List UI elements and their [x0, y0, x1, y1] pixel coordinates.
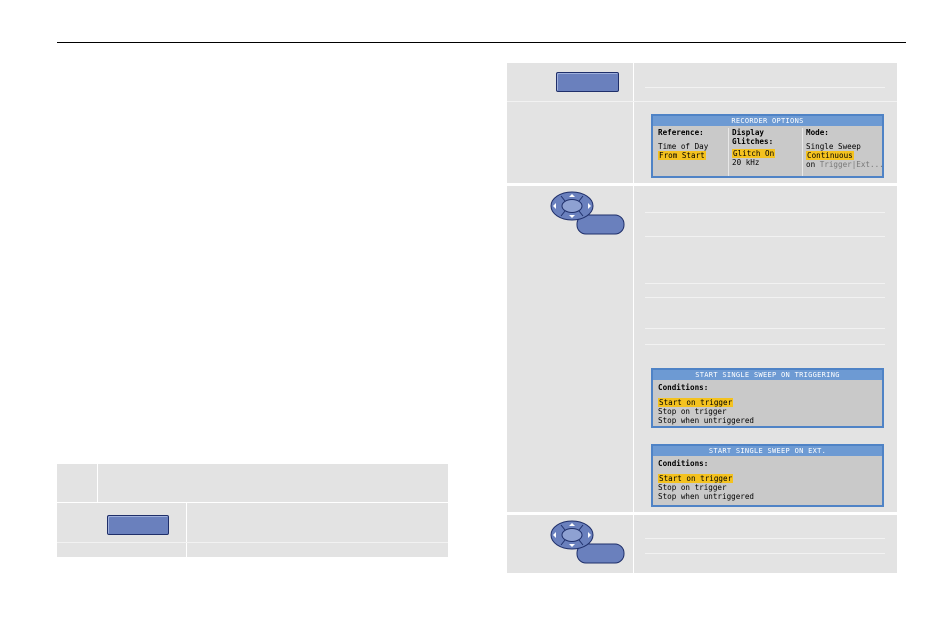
column-divider — [728, 128, 729, 176]
mode-option-single-sweep[interactable]: Single Sweep — [806, 142, 861, 151]
mode-option-continuous[interactable]: Continuous — [806, 151, 854, 160]
mode-column: Mode: Single Sweep Continuous on Trigger… — [806, 128, 884, 176]
recorder-options-title: RECORDER OPTIONS — [653, 116, 882, 126]
left-step-row-1 — [57, 464, 448, 502]
right-row-line — [645, 344, 885, 345]
right-row-line — [645, 236, 885, 237]
left-row-divider — [186, 503, 187, 557]
right-row-line — [645, 553, 885, 554]
single-sweep-ext-screen: START SINGLE SWEEP ON EXT. Conditions: S… — [651, 444, 884, 507]
condition-stop-when-untriggered[interactable]: Stop when untriggered — [658, 416, 755, 425]
reference-column: Reference: Time of Day From Start — [658, 128, 728, 176]
single-sweep-triggering-screen: START SINGLE SWEEP ON TRIGGERING Conditi… — [651, 368, 884, 428]
mode-label: Mode: — [806, 128, 829, 137]
display-label-line1: Display — [732, 128, 765, 137]
left-row-divider — [97, 464, 98, 502]
right-col-divider — [633, 515, 634, 573]
mode-option-on-trigger-ext[interactable]: on Trigger|Ext... — [806, 160, 884, 169]
display-glitches-column: Display Glitches: Glitch On 20 kHz — [732, 128, 800, 176]
triggering-dialog-title: START SINGLE SWEEP ON TRIGGERING — [653, 370, 882, 380]
reference-label: Reference: — [658, 128, 704, 137]
reference-option-time-of-day[interactable]: Time of Day — [658, 142, 709, 151]
condition-start-on-trigger[interactable]: Start on trigger — [658, 398, 734, 407]
function-key-icon — [107, 515, 169, 535]
recorder-options-screen: RECORDER OPTIONS Reference: Time of Day … — [651, 114, 884, 178]
condition-stop-when-untriggered[interactable]: Stop when untriggered — [658, 492, 755, 501]
right-row-line — [507, 101, 897, 102]
reference-option-from-start[interactable]: From Start — [658, 151, 706, 160]
left-row-line — [57, 542, 448, 543]
arrow-pad-enter-key-icon — [550, 520, 625, 564]
mode-option-on-prefix: on — [806, 160, 820, 169]
display-option-20khz[interactable]: 20 kHz — [732, 158, 760, 167]
right-row-line — [645, 87, 885, 88]
arrow-pad-enter-key-icon — [550, 191, 625, 235]
right-row-line — [645, 297, 885, 298]
right-row-line — [645, 328, 885, 329]
conditions-label: Conditions: — [658, 459, 709, 468]
right-row-line — [645, 212, 885, 213]
condition-stop-on-trigger[interactable]: Stop on trigger — [658, 483, 727, 492]
function-key-icon — [556, 72, 619, 92]
display-label-line2: Glitches: — [732, 137, 774, 146]
mode-option-trigger-ext: Trigger|Ext... — [819, 160, 884, 169]
ext-dialog-title: START SINGLE SWEEP ON EXT. — [653, 446, 882, 456]
column-divider — [802, 128, 803, 176]
header-rule — [57, 42, 906, 43]
conditions-label: Conditions: — [658, 383, 709, 392]
right-row-line — [645, 538, 885, 539]
condition-start-on-trigger[interactable]: Start on trigger — [658, 474, 734, 483]
right-col-divider — [633, 186, 634, 512]
condition-stop-on-trigger[interactable]: Stop on trigger — [658, 407, 727, 416]
right-col-divider — [633, 63, 634, 183]
right-row-line — [645, 283, 885, 284]
display-option-glitch-on[interactable]: Glitch On — [732, 149, 776, 158]
